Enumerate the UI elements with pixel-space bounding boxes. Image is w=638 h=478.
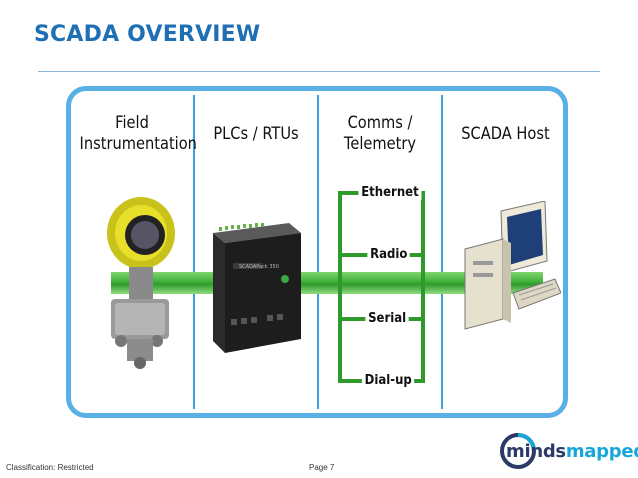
column-divider <box>317 95 319 409</box>
scada-host-computer-icon <box>464 201 561 330</box>
title-divider <box>38 71 600 72</box>
logo-part: mapped <box>565 441 638 462</box>
comms-serial-label: Serial <box>365 311 409 326</box>
page-number: Page 7 <box>309 463 335 472</box>
comms-radio-label: Radio <box>367 247 411 262</box>
field-transmitter-icon <box>107 197 175 369</box>
scada-diagram: Field Instrumentation PLCs / RTUs Comms … <box>66 86 568 418</box>
comms-dialup-label: Dial-up <box>361 373 415 388</box>
plc-rtu-device-icon: SCADAPack 350 <box>213 223 301 353</box>
header-line: SCADA Host <box>461 124 550 144</box>
column-divider <box>441 95 443 409</box>
header-line: Comms / <box>347 113 413 133</box>
header-line: PLCs / RTUs <box>213 124 299 144</box>
mindsmapped-logo-icon <box>500 433 536 469</box>
classification-label: Classification: Restricted <box>6 463 94 472</box>
column-header-comms: Comms / Telemetry <box>328 113 433 155</box>
column-header-host: SCADA Host <box>452 124 560 145</box>
comms-branch-left <box>338 191 342 381</box>
page-title: SCADA OVERVIEW <box>34 22 261 47</box>
column-header-plc: PLCs / RTUs <box>204 124 309 145</box>
logo-part: minds <box>506 441 566 462</box>
comms-ethernet-label: Ethernet <box>358 185 422 200</box>
header-line: Telemetry <box>343 134 417 154</box>
comms-branch-right <box>421 191 425 381</box>
column-header-field: Field Instrumentation <box>79 113 197 155</box>
column-divider <box>193 95 195 409</box>
plc-model-label: SCADAPack 350 <box>239 264 279 270</box>
header-line: Instrumentation <box>79 134 197 154</box>
logo-wordmark: mindsmappedd <box>506 441 638 462</box>
header-line: Field <box>115 113 149 133</box>
